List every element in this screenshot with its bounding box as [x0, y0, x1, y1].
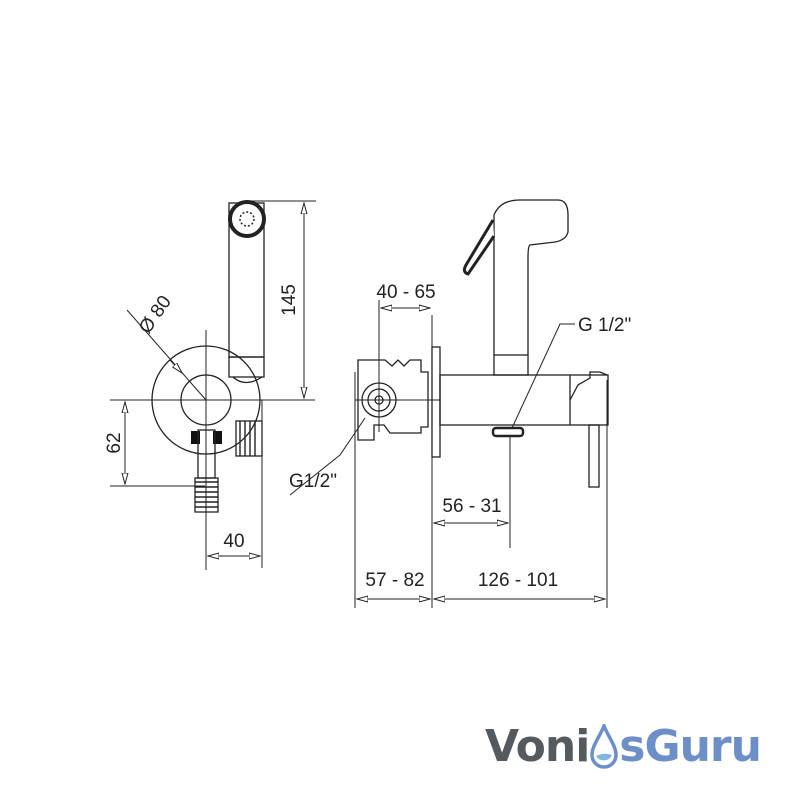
- range-57-82-label: 57 - 82: [365, 570, 424, 591]
- front-view: [110, 200, 316, 570]
- logo-text-part1: Voni: [485, 721, 590, 772]
- height-label: 145: [279, 284, 300, 316]
- brand-logo: Voni sGuru: [485, 721, 762, 772]
- range-126-101-label: 126 - 101: [478, 570, 558, 591]
- logo-text-part2: sGuru: [619, 721, 762, 772]
- water-drop-icon: [590, 724, 619, 769]
- inlet-thread-label: G1/2": [289, 471, 337, 492]
- range-56-31-label: 56 - 31: [442, 496, 501, 517]
- width-label: 40: [223, 531, 244, 552]
- offset-label: 62: [104, 432, 125, 453]
- outlet-thread-label: G 1/2": [578, 315, 631, 336]
- range-40-65-label: 40 - 65: [376, 282, 435, 303]
- spray-head-icon: [228, 200, 266, 238]
- side-view: [289, 199, 609, 608]
- diameter-label: Ø 80: [135, 292, 176, 338]
